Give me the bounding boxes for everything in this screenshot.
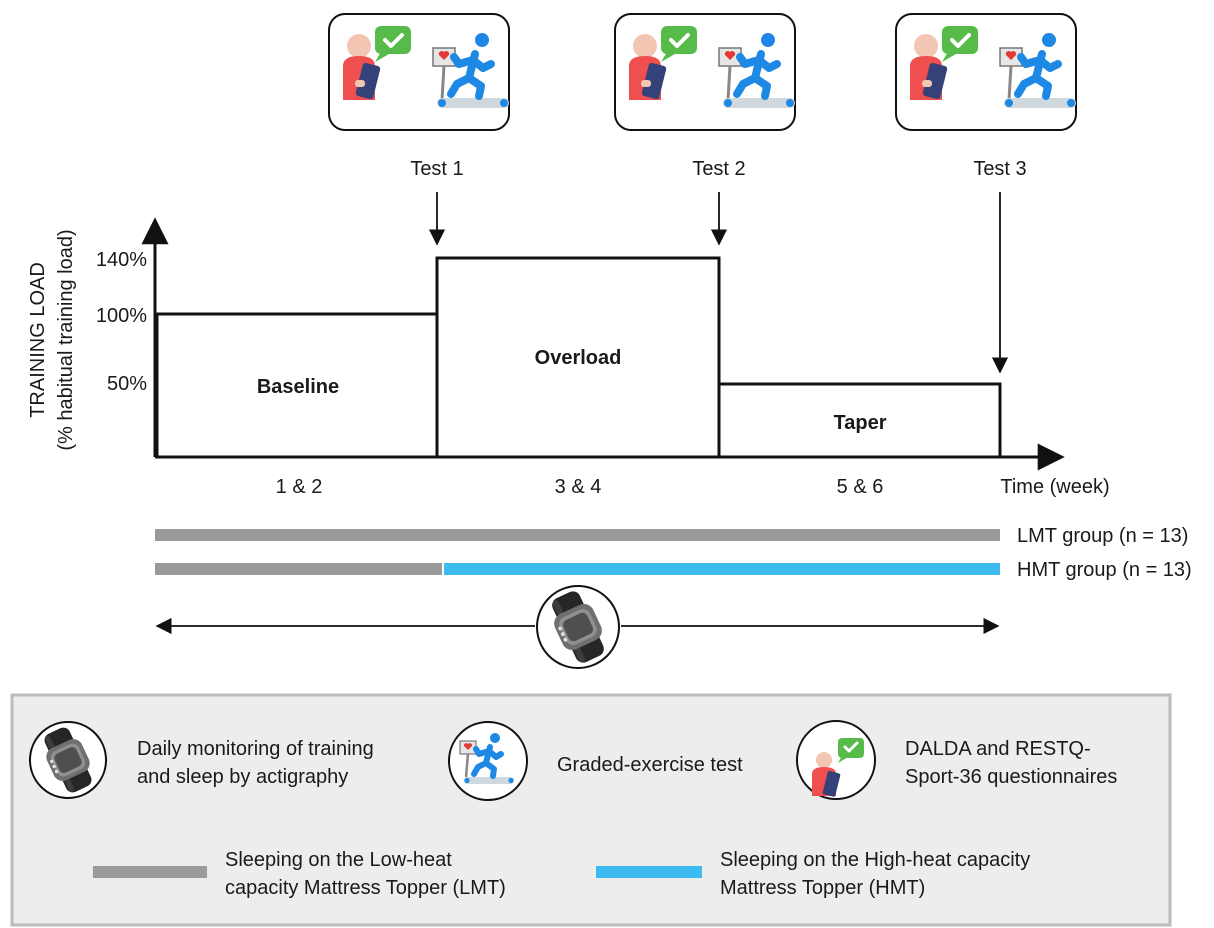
hmt-group-bar-intervention xyxy=(444,563,1000,575)
x-axis-title: Time (week) xyxy=(1000,476,1109,498)
test-2-label: Test 2 xyxy=(692,158,745,180)
lmt-group-bar xyxy=(155,529,1000,541)
y-axis-title-line1: TRAINING LOAD xyxy=(27,262,49,418)
legend-questionnaires-line1: DALDA and RESTQ- xyxy=(905,738,1091,760)
x-tick-weeks-3-4: 3 & 4 xyxy=(555,476,602,498)
y-tick-140: 140% xyxy=(96,249,147,271)
legend-hmt-line2: Mattress Topper (HMT) xyxy=(720,877,925,899)
phase-overload-label: Overload xyxy=(535,347,622,369)
x-tick-weeks-5-6: 5 & 6 xyxy=(837,476,884,498)
legend-lmt-line1: Sleeping on the Low-heat xyxy=(225,849,452,871)
y-tick-100: 100% xyxy=(96,305,147,327)
hmt-group-label: HMT group (n = 13) xyxy=(1017,559,1192,581)
x-tick-weeks-1-2: 1 & 2 xyxy=(276,476,323,498)
legend-hmt-swatch xyxy=(596,866,702,878)
phase-taper-block xyxy=(717,382,1002,459)
test-1-image xyxy=(328,13,509,131)
actigraph-watch-icon xyxy=(536,585,620,669)
test-2-image xyxy=(614,13,795,131)
phase-taper-label: Taper xyxy=(834,412,887,434)
legend-exercise-test-icon xyxy=(448,721,528,801)
y-axis-title: TRAINING LOAD (% habitual training load) xyxy=(27,229,77,450)
legend-lmt-line2: capacity Mattress Topper (LMT) xyxy=(225,877,506,899)
phase-baseline-label: Baseline xyxy=(257,376,339,398)
legend-actigraphy-line1: Daily monitoring of training xyxy=(137,738,374,760)
legend-actigraphy-icon xyxy=(29,721,107,799)
test-3-label: Test 3 xyxy=(973,158,1026,180)
test-1-label: Test 1 xyxy=(410,158,463,180)
y-axis-title-line2: (% habitual training load) xyxy=(55,229,77,450)
legend-exercise-test-label: Graded-exercise test xyxy=(557,754,743,776)
lmt-group-label: LMT group (n = 13) xyxy=(1017,525,1188,547)
legend-lmt-swatch xyxy=(93,866,207,878)
legend-hmt-line1: Sleeping on the High-heat capacity xyxy=(720,849,1030,871)
legend-actigraphy-line2: and sleep by actigraphy xyxy=(137,766,348,788)
phase-overload-block xyxy=(435,256,721,459)
legend-questionnaires-line2: Sport-36 questionnaires xyxy=(905,766,1117,788)
test-3-image xyxy=(895,13,1076,131)
y-tick-50: 50% xyxy=(107,373,147,395)
legend-panel xyxy=(10,693,1172,927)
legend-questionnaire-icon xyxy=(796,720,876,800)
hmt-group-bar-baseline xyxy=(155,563,442,575)
